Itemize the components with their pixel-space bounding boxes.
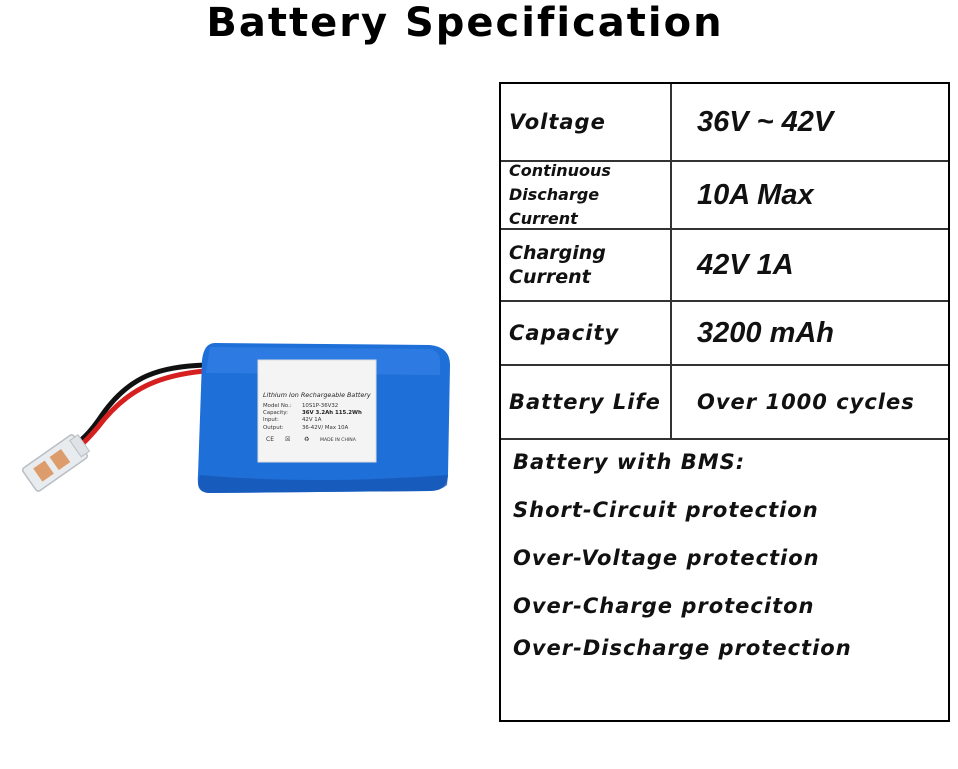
- bms-item: Over-Voltage protection: [513, 546, 820, 570]
- sticker-heading: Lithium Ion Rechargeable Battery: [263, 391, 371, 399]
- svg-text:36-42V/ Max 10A: 36-42V/ Max 10A: [302, 425, 349, 431]
- bms-item: Short-Circuit protection: [513, 498, 819, 522]
- spec-label: Battery Life: [509, 390, 661, 414]
- svg-text:10S1P-36V32: 10S1P-36V32: [302, 403, 338, 409]
- spec-label: Continuous Discharge Current: [509, 161, 611, 228]
- spec-value: 10A Max: [697, 178, 814, 211]
- spec-row-capacity: Capacity 3200 mAh: [501, 302, 948, 366]
- battery-label-sticker: [257, 359, 377, 463]
- spec-row-charging: Charging Current 42V 1A: [501, 230, 948, 302]
- spec-value: Over 1000 cycles: [697, 390, 915, 414]
- svg-text:36V 3.2Ah 115.2Wh: 36V 3.2Ah 115.2Wh: [302, 410, 362, 416]
- spec-row-battery-life: Battery Life Over 1000 cycles: [501, 366, 948, 440]
- svg-text:Input:: Input:: [263, 417, 279, 423]
- spec-value: 36V ~ 42V: [697, 105, 834, 138]
- svg-text:42V 1A: 42V 1A: [302, 417, 322, 423]
- spec-label: Voltage: [509, 110, 606, 134]
- ce-mark-icon: CE: [266, 436, 274, 443]
- page-title: Battery Specification: [206, 0, 724, 46]
- spec-row-discharge: Continuous Discharge Current 10A Max: [501, 161, 948, 230]
- spec-row-voltage: Voltage 36V ~ 42V: [501, 84, 948, 162]
- battery-illustration: Lithium Ion Rechargeable Battery Model N…: [22, 343, 450, 493]
- spec-value: 42V 1A: [697, 248, 794, 281]
- recycle-bin-icon: ☒: [285, 436, 290, 443]
- spec-value: 3200 mAh: [697, 316, 835, 349]
- spec-table: Voltage 36V ~ 42V Continuous Discharge C…: [499, 82, 950, 722]
- recycle-icon: ♻: [304, 436, 309, 443]
- svg-text:Capacity:: Capacity:: [263, 410, 288, 416]
- svg-text:Model No.:: Model No.:: [263, 403, 292, 409]
- svg-text:MADE IN CHINA: MADE IN CHINA: [320, 437, 357, 443]
- bms-item: Over-Charge proteciton: [513, 594, 815, 618]
- spec-label: Charging Current: [509, 242, 606, 288]
- connector-plug-icon: [22, 434, 91, 492]
- bms-item: Over-Discharge protection: [513, 636, 852, 660]
- spec-label: Capacity: [509, 321, 620, 345]
- svg-text:Output:: Output:: [263, 425, 284, 431]
- bms-heading: Battery with BMS:: [513, 450, 746, 474]
